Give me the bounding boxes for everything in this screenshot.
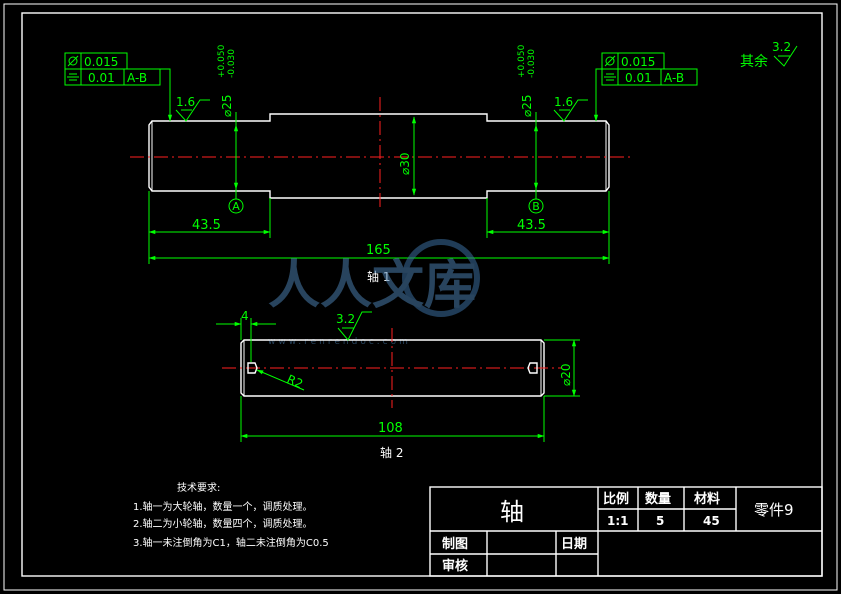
material-header: 材料: [694, 491, 720, 507]
part-number: 零件9: [754, 501, 794, 519]
quantity-value: 5: [656, 514, 664, 528]
dim-offset: 4: [241, 309, 249, 323]
svg-text:0.01: 0.01: [88, 71, 115, 85]
scale-value: 1:1: [607, 514, 629, 528]
scale-header: 比例: [603, 491, 629, 507]
quantity-header: 数量: [645, 491, 671, 507]
dim-diameter: ⌀20: [559, 364, 573, 387]
note-1: 1.轴一为大轮轴，数量一个，调质处理。: [133, 500, 313, 513]
svg-text:-0.030: -0.030: [227, 49, 237, 78]
datum-a: [228, 198, 244, 214]
svg-text:A-B: A-B: [664, 71, 684, 85]
note-3: 3.轴一未注倒角为C1，轴二未注倒角为C0.5: [133, 536, 329, 549]
svg-text:1.6: 1.6: [554, 95, 573, 109]
shaft1-label: 轴 1: [367, 269, 390, 284]
note-2: 2.轴二为小轮轴，数量四个，调质处理。: [133, 517, 313, 530]
svg-text:+0.050: +0.050: [217, 44, 227, 78]
gdt-frame-left: 0.015 0.01 A-B: [64, 52, 173, 122]
svg-text:0.015: 0.015: [621, 55, 655, 69]
shaft2-view: 4 3.2 R2 ⌀20 108 轴 2: [216, 309, 580, 460]
svg-text:1.6: 1.6: [176, 95, 195, 109]
svg-text:0.01: 0.01: [625, 71, 652, 85]
svg-text:-0.030: -0.030: [527, 49, 537, 78]
shaft1-outline: [148, 113, 610, 199]
dim-left-diameter: ⌀25: [220, 95, 234, 118]
shaft1-view: ⌀30 ⌀25 +0.050 -0.030 ⌀25 +0.050 -0.030 …: [64, 44, 698, 284]
dim-left-length: 43.5: [192, 218, 221, 233]
svg-text:人人文库: 人人文库: [268, 256, 476, 316]
watermark: 人人文库 www.renrendoc.com: [268, 239, 480, 347]
svg-text:A-B: A-B: [127, 71, 147, 85]
svg-text:3.2: 3.2: [336, 312, 355, 326]
outer-border: [3, 3, 838, 591]
svg-text:B: B: [532, 200, 540, 213]
dim-mid-diameter: ⌀30: [398, 153, 412, 176]
dim-radius: R2: [285, 372, 305, 391]
part-name: 轴: [500, 498, 524, 526]
svg-text:+0.050: +0.050: [517, 44, 527, 78]
other-roughness: 其余 3.2: [740, 40, 798, 70]
material-value: 45: [703, 514, 720, 528]
datum-b: [528, 198, 544, 214]
date-label: 日期: [561, 537, 587, 552]
svg-text:A: A: [232, 200, 240, 213]
roughness-right: [553, 99, 588, 122]
inner-border: [21, 12, 823, 577]
notes-title: 技术要求:: [177, 481, 220, 494]
dim-length: 108: [378, 421, 403, 436]
dim-total-length: 165: [366, 243, 391, 258]
technical-notes: 技术要求: 1.轴一为大轮轴，数量一个，调质处理。 2.轴二为小轮轴，数量四个，…: [133, 481, 329, 549]
drawn-by-label: 制图: [442, 536, 468, 552]
shaft2-label: 轴 2: [380, 445, 403, 460]
title-block: 轴 比例 数量 材料 1:1 5 45 零件9 制图 日期 审核: [429, 486, 823, 577]
roughness-shaft2: [337, 311, 372, 341]
gdt-frame-right: 0.015 0.01 A-B: [593, 52, 698, 122]
dim-right-length: 43.5: [517, 218, 546, 233]
svg-text:其余: 其余: [740, 53, 768, 70]
checked-by-label: 审核: [442, 558, 468, 574]
dim-right-diameter: ⌀25: [520, 95, 534, 118]
svg-text:www.renrendoc.com: www.renrendoc.com: [268, 337, 411, 347]
svg-text:0.015: 0.015: [84, 55, 118, 69]
roughness-left: [175, 99, 210, 122]
svg-text:3.2: 3.2: [772, 40, 791, 54]
